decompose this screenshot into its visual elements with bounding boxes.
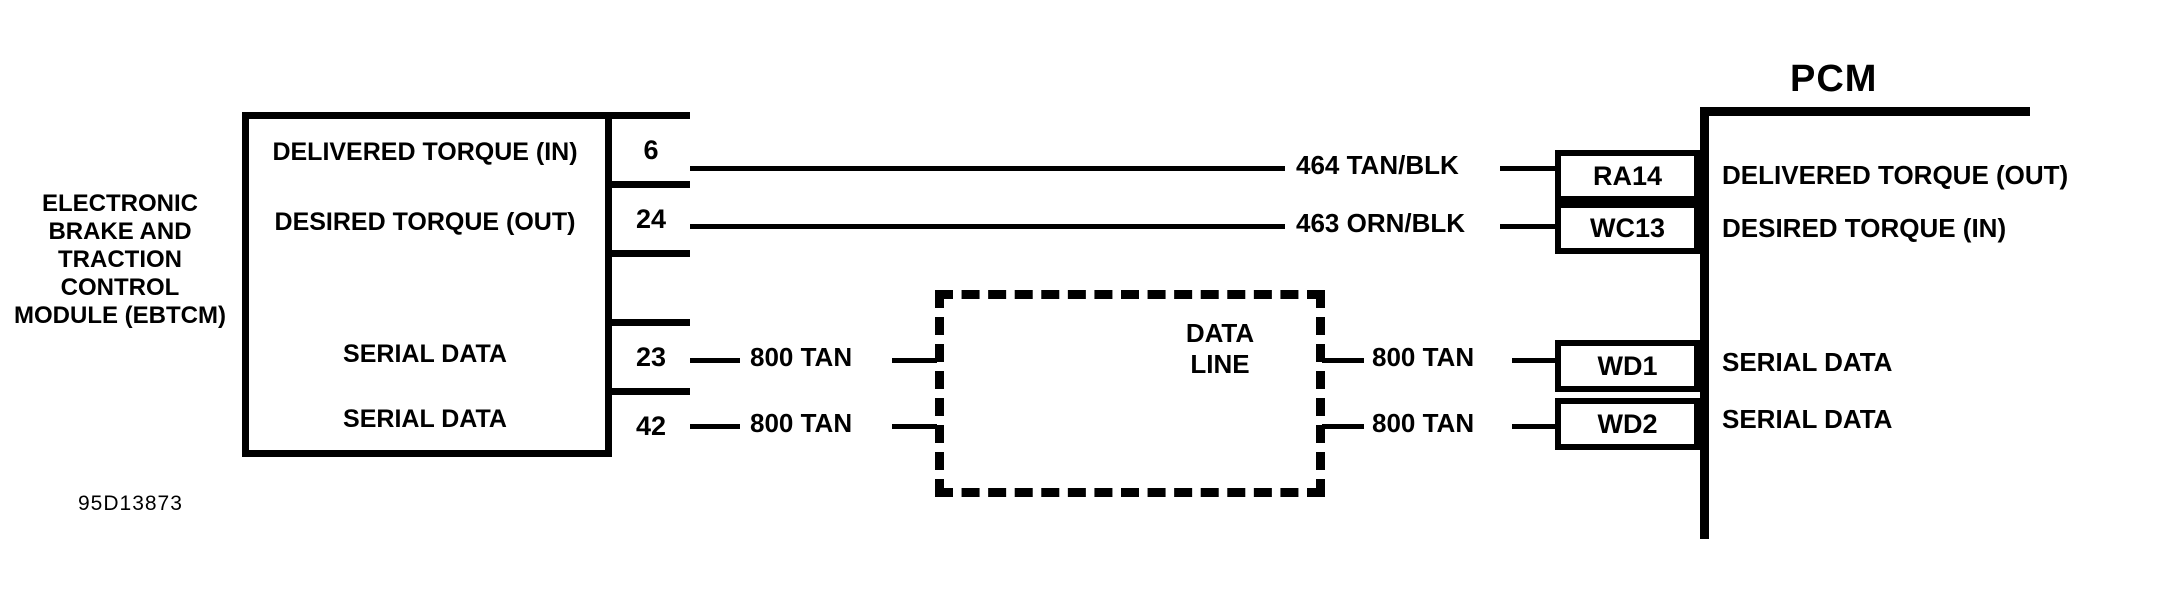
wire-wd2-stub bbox=[1512, 424, 1558, 429]
pcm-signal-delivered-torque: DELIVERED TORQUE (OUT) bbox=[1722, 160, 2069, 190]
pcm-bracket-top-bar bbox=[1700, 107, 2030, 116]
pcm-title: PCM bbox=[1790, 58, 1878, 100]
figure-caption: 95D13873 bbox=[78, 492, 183, 515]
pcm-signal-serial-data-wd1: SERIAL DATA bbox=[1722, 347, 1893, 377]
data-line-label: DATA LINE bbox=[1140, 318, 1300, 380]
data-line-label-line1: DATA bbox=[1185, 318, 1255, 348]
wire-delivered-torque bbox=[690, 166, 1285, 171]
pcm-pin-cell: WC13 bbox=[1555, 202, 1700, 254]
ebtcm-pin-cell: 24 bbox=[612, 188, 690, 257]
wire-serial-data-23-to-dataline bbox=[892, 358, 937, 363]
ebtcm-signal-serial-data-42: SERIAL DATA bbox=[343, 405, 507, 433]
wire-desired-torque-right bbox=[1500, 224, 1558, 229]
ebtcm-pin-cell: 6 bbox=[612, 119, 690, 188]
pcm-pin-cell: WD2 bbox=[1555, 398, 1700, 450]
ebtcm-signal-desired-torque: DESIRED TORQUE (OUT) bbox=[274, 208, 576, 236]
ebtcm-pin-column-divider bbox=[605, 112, 612, 457]
ebtcm-module-label: ELECTRONIC BRAKE AND TRACTION CONTROL MO… bbox=[14, 190, 226, 329]
wire-desired-torque bbox=[690, 224, 1285, 229]
pcm-signal-desired-torque: DESIRED TORQUE (IN) bbox=[1722, 213, 2007, 243]
pcm-pin-cell: RA14 bbox=[1555, 150, 1700, 202]
ebtcm-signal-delivered-torque: DELIVERED TORQUE (IN) bbox=[272, 138, 578, 166]
ebtcm-pin-cell: 42 bbox=[612, 395, 690, 457]
wire-delivered-torque-right bbox=[1500, 166, 1558, 171]
pcm-signal-serial-data-wd2: SERIAL DATA bbox=[1722, 404, 1893, 434]
wire-dataline-to-wd2 bbox=[1322, 424, 1364, 429]
wire-label-800-tan-left-23: 800 TAN bbox=[750, 342, 853, 372]
data-line-box bbox=[935, 290, 1325, 497]
data-line-label-line2: LINE bbox=[1190, 349, 1250, 379]
ebtcm-pin-cell: 23 bbox=[612, 326, 690, 395]
ebtcm-pin-cell-empty bbox=[612, 257, 690, 326]
wire-serial-data-42-stub bbox=[690, 424, 740, 429]
pcm-bracket-spine bbox=[1700, 107, 1709, 539]
wire-label-800-tan-left-42: 800 TAN bbox=[750, 408, 853, 438]
wire-label-464-tan-blk: 464 TAN/BLK bbox=[1296, 150, 1459, 180]
wire-serial-data-23-stub bbox=[690, 358, 740, 363]
wire-label-463-orn-blk: 463 ORN/BLK bbox=[1296, 208, 1466, 238]
wire-label-800-tan-right-wd2: 800 TAN bbox=[1372, 408, 1475, 438]
wire-dataline-to-wd1 bbox=[1322, 358, 1364, 363]
pcm-pin-cell: WD1 bbox=[1555, 340, 1700, 392]
wire-wd1-stub bbox=[1512, 358, 1558, 363]
ebtcm-signal-serial-data-23: SERIAL DATA bbox=[343, 340, 507, 368]
wire-serial-data-42-to-dataline bbox=[892, 424, 937, 429]
wire-label-800-tan-right-wd1: 800 TAN bbox=[1372, 342, 1475, 372]
